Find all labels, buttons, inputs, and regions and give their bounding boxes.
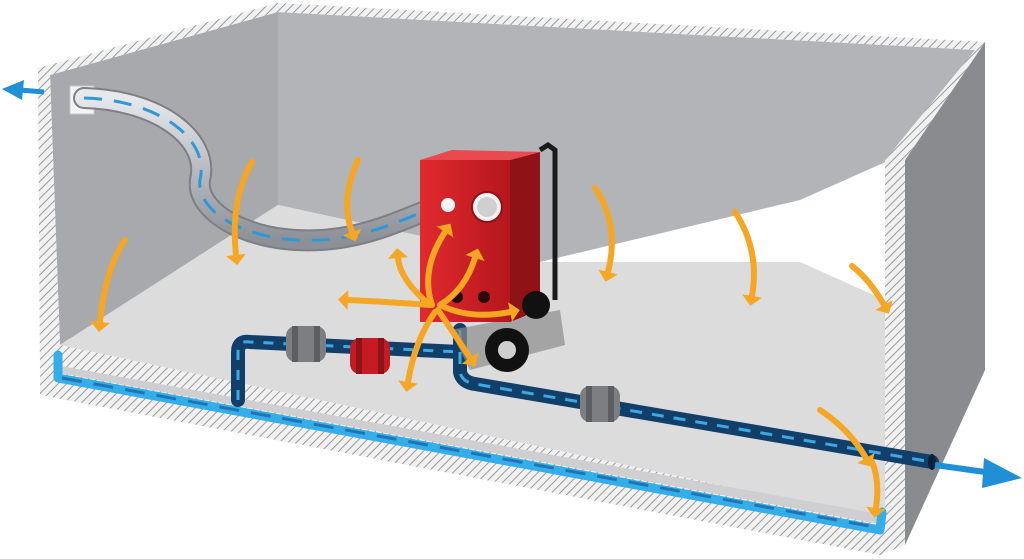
pipe-system: [231, 323, 939, 470]
filter-icon: [286, 326, 326, 362]
airflow-arrow-icon: [435, 307, 479, 367]
back-wall-top: [278, 3, 985, 50]
airflow-arrow-icon: [342, 157, 362, 242]
filters: [286, 326, 620, 422]
airflow-arrow-icon: [849, 263, 893, 314]
airflow-arrow-icon: [90, 237, 128, 332]
floor-front-face: [55, 365, 885, 525]
airflow-arrows: [90, 157, 893, 518]
airflow-arrow-icon: [866, 459, 886, 518]
airflow-arrow-icon: [732, 209, 762, 306]
airflow-arrow-icon: [398, 309, 438, 392]
airflow-arrow-icon: [437, 248, 485, 308]
airflow-arrow-icon: [338, 290, 433, 310]
pipe-outlet: [928, 454, 936, 470]
filter-icon: [580, 386, 620, 422]
airflow-arrow-icon: [425, 223, 454, 308]
airflow-arrow-icon: [437, 302, 520, 322]
water-flow-arrow-icon: [2, 80, 45, 100]
water-channel: [53, 350, 887, 535]
airflow-arrow-icon: [592, 185, 618, 282]
airflow-arrow-icon: [388, 248, 433, 308]
dehumidifier-icon: [420, 141, 565, 372]
filter-icon: [350, 338, 390, 374]
hose-icon: [73, 87, 456, 252]
airflow-arrow-icon: [226, 159, 255, 265]
outflow-arrows: [2, 80, 1022, 488]
floor-slab: [40, 345, 905, 555]
water-flow-arrow-icon: [934, 458, 1022, 488]
right-wall-cut: [885, 42, 985, 545]
right-wall-outer: [905, 42, 985, 545]
